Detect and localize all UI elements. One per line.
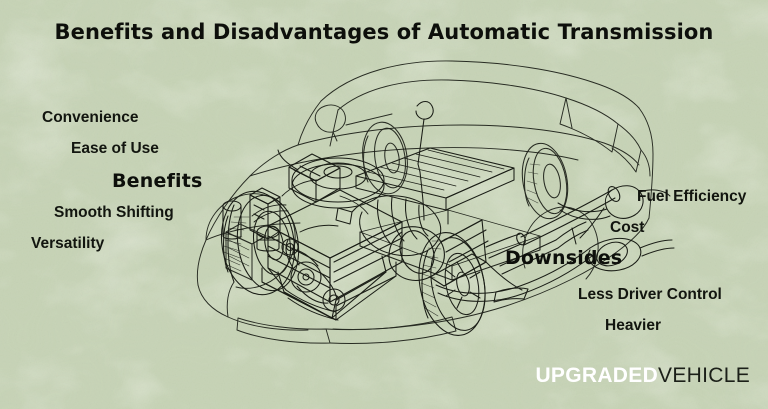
brand-logo-primary: UPGRADED (535, 364, 659, 387)
benefits-heading: Benefits (112, 170, 203, 192)
downsides-heading: Downsides (505, 247, 623, 269)
benefit-label-ease-of-use: Ease of Use (71, 140, 159, 157)
benefit-label-smooth-shifting: Smooth Shifting (54, 204, 174, 221)
benefit-label-convenience: Convenience (42, 109, 139, 126)
brand-logo: UPGRADEDVEHICLE (535, 365, 750, 386)
downside-label-heavier: Heavier (605, 317, 662, 334)
benefit-label-versatility: Versatility (31, 235, 105, 252)
page-title: Benefits and Disadvantages of Automatic … (54, 20, 714, 44)
downside-label-less-driver-control: Less Driver Control (578, 286, 722, 303)
downside-label-cost: Cost (610, 219, 645, 236)
brand-logo-secondary: VEHICLE (658, 364, 750, 387)
downside-label-fuel-efficiency: Fuel Efficiency (637, 188, 747, 205)
